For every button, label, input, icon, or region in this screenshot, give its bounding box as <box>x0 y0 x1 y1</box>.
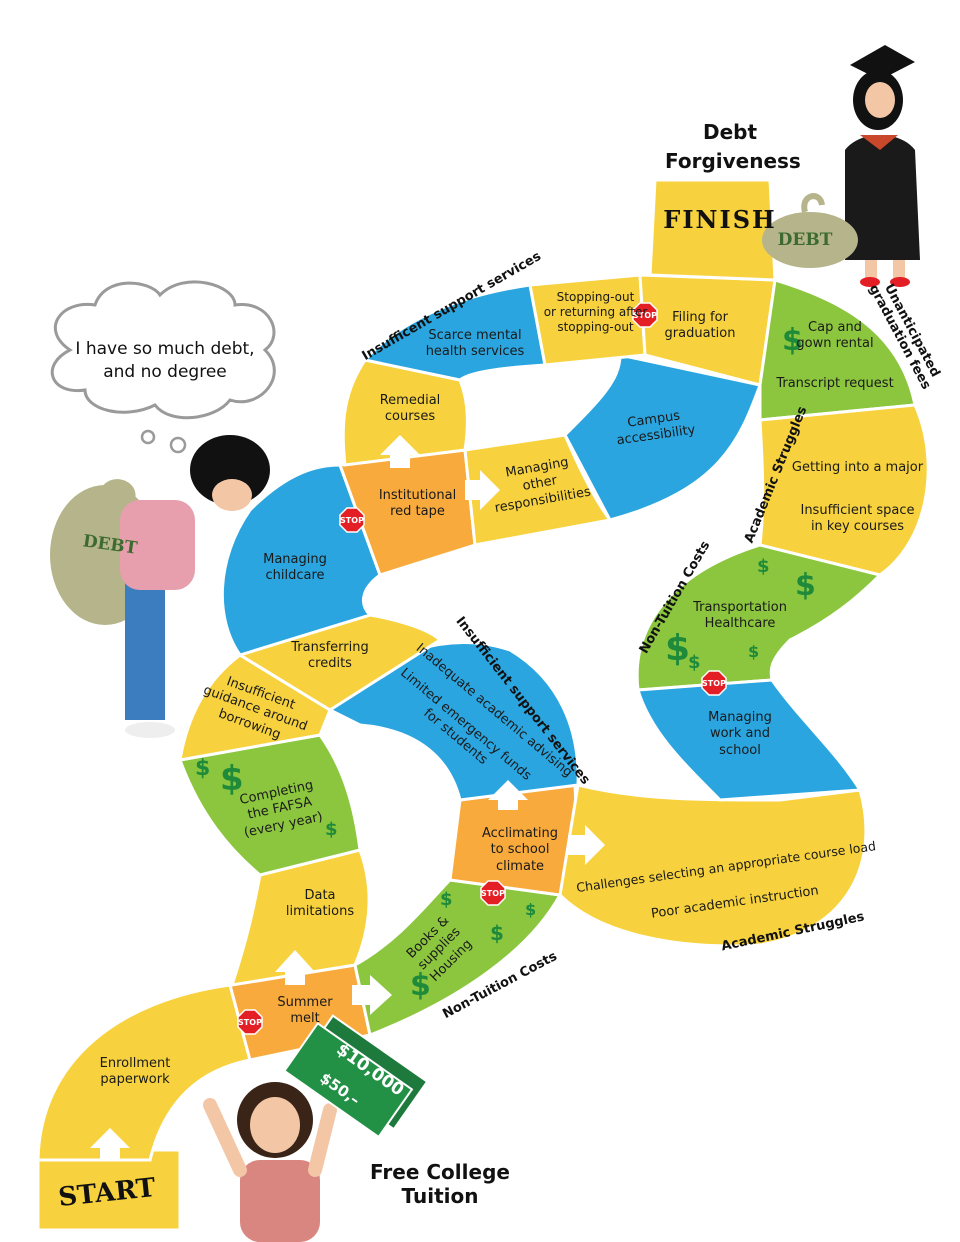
happy-student-illustration <box>203 1014 429 1242</box>
free-tuition-label: Free College Tuition <box>370 1160 510 1208</box>
debt-bag-label-right: DEBT <box>777 230 833 250</box>
space-text-stopping-out: Stopping-out or returning after stopping… <box>543 290 648 334</box>
space-books <box>353 878 563 1038</box>
space-course-load <box>558 783 868 948</box>
space-text-major: Getting into a major <box>791 460 924 475</box>
dollar-sign-icon: $ <box>795 568 816 603</box>
arrow-right-acclimate <box>568 825 605 865</box>
space-text-filing: Filing for graduation <box>664 310 736 342</box>
space-accessibility <box>563 353 762 522</box>
space-text-childcare: Managing childcare <box>263 552 327 584</box>
debt-forgiveness-title: Debt Forgiveness <box>665 120 801 173</box>
arrow-up-acclimate <box>488 780 528 810</box>
dollar-sign-icon: $ <box>782 323 803 358</box>
arrow-right-redtape <box>465 470 500 510</box>
arrow-up-start <box>90 1128 130 1160</box>
space-text-acclimating: Acclimating to school climate <box>481 826 558 874</box>
dollar-sign-icon: $ <box>440 889 453 910</box>
stop-sign-icon: STOP <box>632 302 658 328</box>
dollar-sign-icon: $ <box>525 900 536 919</box>
svg-text:STOP: STOP <box>340 516 364 525</box>
arrow-right-summer <box>352 975 392 1015</box>
space-text-remedial: Remedial courses <box>379 393 441 425</box>
space-text-mental-health: Scarce mental health services <box>425 328 525 360</box>
svg-text:STOP: STOP <box>702 679 726 688</box>
space-text-cap-gown: Cap and gown rental <box>796 320 874 352</box>
space-text-transport: Transportation Healthcare <box>693 600 787 632</box>
finish-label: FINISH <box>663 205 777 234</box>
space-enrollment <box>36 983 252 1162</box>
dollar-sign-icon: $ <box>410 968 431 1003</box>
space-fafsa <box>177 733 362 877</box>
dollar-sign-icon: $ <box>490 921 504 945</box>
space-text-summer-melt: Summer melt <box>277 995 333 1027</box>
space-text-space: Insufficient space in key courses <box>800 503 915 535</box>
dollar-signs: $$$$$$$$$$$$$ <box>195 323 816 1003</box>
student-with-debt-illustration <box>50 435 270 738</box>
space-text-enrollment: Enrollment paperwork <box>99 1056 171 1088</box>
space-transport <box>635 543 883 692</box>
space-text-data-limitations: Data limitations <box>285 888 355 920</box>
thought-text: I have so much debt, and no degree <box>75 339 255 382</box>
thought-bubble <box>50 280 276 454</box>
graduate-illustration <box>762 45 920 287</box>
space-text-red-tape: Institutional red tape <box>378 488 457 520</box>
stop-sign-icon: STOP <box>237 1009 263 1035</box>
svg-text:STOP: STOP <box>238 1018 262 1027</box>
dollar-sign-icon: $ <box>757 556 770 577</box>
arrow-up-summer <box>275 950 315 985</box>
svg-text:STOP: STOP <box>481 889 505 898</box>
space-childcare <box>220 463 382 657</box>
svg-text:STOP: STOP <box>633 311 657 320</box>
dollar-sign-icon: $ <box>325 819 338 840</box>
stop-sign-icon: STOP <box>701 670 727 696</box>
space-work-school <box>636 678 863 802</box>
dollar-sign-icon: $ <box>195 756 210 781</box>
dollar-sign-icon: $ <box>220 759 244 799</box>
space-text-work-school: Managing work and school <box>708 710 772 758</box>
dollar-sign-icon: $ <box>748 642 759 661</box>
stop-sign-icon: STOP <box>339 507 365 533</box>
stop-sign-icon: STOP <box>480 880 506 906</box>
space-major <box>758 403 930 577</box>
dollar-sign-icon: $ <box>665 628 690 669</box>
arrow-up-redtape <box>380 435 420 468</box>
dollar-sign-icon: $ <box>688 652 701 673</box>
space-text-transferring: Transferring credits <box>291 640 369 672</box>
space-text-transcript: Transcript request <box>776 376 894 391</box>
